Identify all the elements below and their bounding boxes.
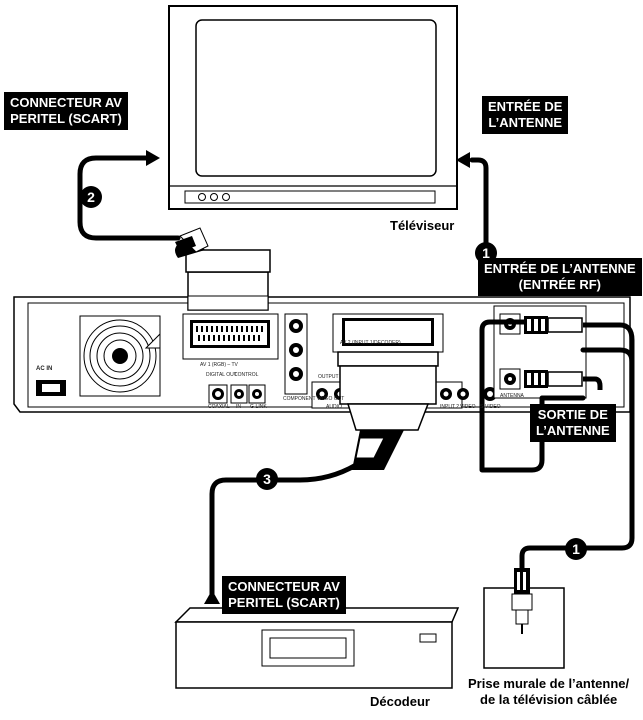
arrow-to-decoder xyxy=(204,590,220,604)
antenna-output-label: SORTIE DE L’ANTENNE xyxy=(530,404,616,442)
svideo-label: S-VIDEO xyxy=(480,404,501,410)
tv-caption: Téléviseur xyxy=(390,218,455,233)
control-label: CONTROL xyxy=(234,372,259,378)
rf-input-label: ENTRÉE DE L’ANTENNE (ENTRÉE RF) xyxy=(478,258,642,296)
component-label: COMPONENT VIDEO OUT xyxy=(283,396,345,402)
step-2-badge: 2 xyxy=(80,186,102,208)
scart-plug-av1 xyxy=(175,227,271,311)
antenna-in-line2: L’ANTENNE xyxy=(488,115,563,130)
video-label: VIDEO xyxy=(460,404,476,410)
arrow-to-tv-scart xyxy=(146,150,160,166)
step-3-badge: 3 xyxy=(256,468,278,490)
antenna-out-line2: L’ANTENNE xyxy=(536,423,610,438)
in-label: IN xyxy=(236,404,241,410)
scart-bottom-line2: PERITEL (SCART) xyxy=(228,595,340,610)
wall-socket xyxy=(483,568,565,669)
rf-in-line2: (ENTRÉE RF) xyxy=(518,277,602,292)
decoder-caption: Décodeur xyxy=(370,694,430,709)
scart-connector-label-top: CONNECTEUR AV PERITEL (SCART) xyxy=(4,92,128,130)
antenna-in-line1: ENTRÉE DE xyxy=(488,99,563,114)
arrow-to-tv-antenna xyxy=(456,152,470,168)
wall-caption-line1: Prise murale de l’antenne/ xyxy=(468,676,630,691)
wall-socket-caption: Prise murale de l’antenne/ de la télévis… xyxy=(468,676,629,708)
av2-label: AV 2 (INPUT 1/DECODER) xyxy=(340,340,401,346)
wall-caption-line2: de la télévision câblée xyxy=(480,692,618,707)
antenna-label: ANTENNA xyxy=(500,393,524,399)
input2-label: INPUT 2 xyxy=(440,404,460,410)
step-1-badge-lower: 1 xyxy=(565,538,587,560)
scart-top-line1: CONNECTEUR AV xyxy=(10,95,122,110)
step-1-badge-upper: 1 xyxy=(475,242,497,264)
audio-label: AUDIO xyxy=(326,404,342,410)
coaxial-label: COAXIAL xyxy=(208,404,230,410)
digital-out-label: DIGITAL OUT xyxy=(206,372,237,378)
television xyxy=(168,5,458,210)
av1-label: AV 1 (RGB) – TV xyxy=(200,362,238,368)
scart-bottom-line1: CONNECTEUR AV xyxy=(228,579,340,594)
antenna-plugs xyxy=(524,316,583,388)
rf-in-line1: ENTRÉE DE L’ANTENNE xyxy=(484,261,636,276)
scart-plug-av2 xyxy=(337,351,439,470)
glink-label: G-LINK xyxy=(250,404,267,410)
decoder xyxy=(174,607,460,689)
ac-in-label: AC IN xyxy=(36,366,53,372)
output-label: OUTPUT xyxy=(318,374,339,380)
recorder-rear-panel xyxy=(13,296,631,413)
antenna-out-line1: SORTIE DE xyxy=(537,407,608,422)
antenna-input-label: ENTRÉE DE L’ANTENNE xyxy=(482,96,569,134)
scart-connector-label-bottom: CONNECTEUR AV PERITEL (SCART) xyxy=(222,576,346,614)
scart-top-line2: PERITEL (SCART) xyxy=(10,111,122,126)
